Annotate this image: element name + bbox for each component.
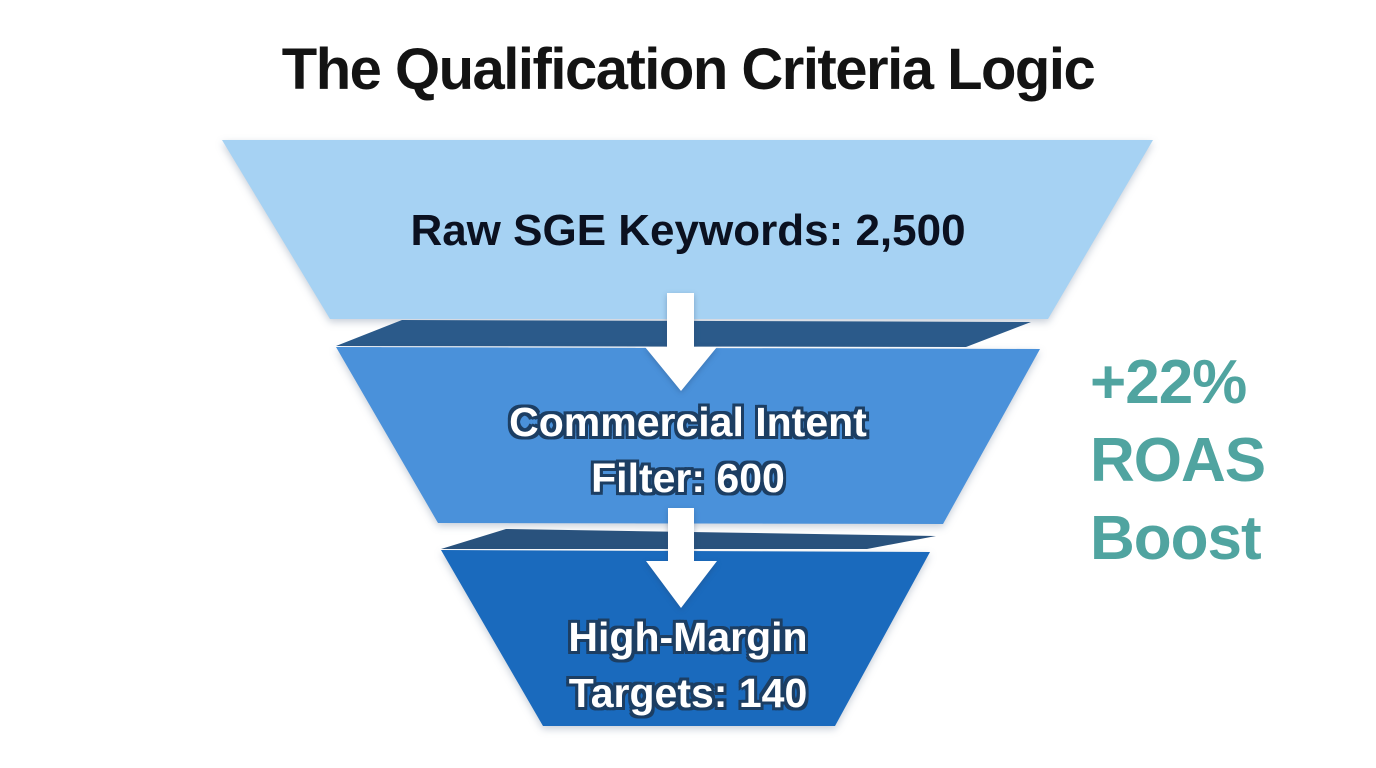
funnel-tier-2-label-line: Commercial Intent — [509, 399, 867, 445]
roas-annotation-line: +22% — [1090, 348, 1247, 417]
roas-annotation-line: ROAS — [1090, 426, 1266, 495]
roas-boost-annotation: +22% ROAS Boost — [1090, 344, 1266, 578]
funnel-tier-3-label-line: Targets: 140 — [568, 670, 808, 716]
funnel-tier-3-label-line: High-Margin — [568, 614, 808, 660]
funnel-tier-1-label: Raw SGE Keywords: 2,500 — [0, 207, 1376, 255]
funnel-tier-2-label: Commercial Intent Filter: 600 — [0, 394, 1376, 506]
down-arrow-2-icon — [646, 508, 717, 608]
funnel-tier-3-shape — [441, 550, 930, 726]
funnel-tier-2-shape — [336, 347, 1040, 524]
funnel-tier-3-label: High-Margin Targets: 140 — [0, 609, 1376, 721]
funnel-tier-1-label-line: Raw SGE Keywords: 2,500 — [410, 206, 966, 255]
down-arrow-1-icon — [645, 293, 717, 391]
funnel-tier-1-shape — [222, 140, 1153, 319]
funnel-tier-2-label-line: Filter: 600 — [591, 455, 785, 501]
page-title: The Qualification Criteria Logic — [281, 37, 1096, 102]
roas-annotation-line: Boost — [1090, 504, 1262, 573]
